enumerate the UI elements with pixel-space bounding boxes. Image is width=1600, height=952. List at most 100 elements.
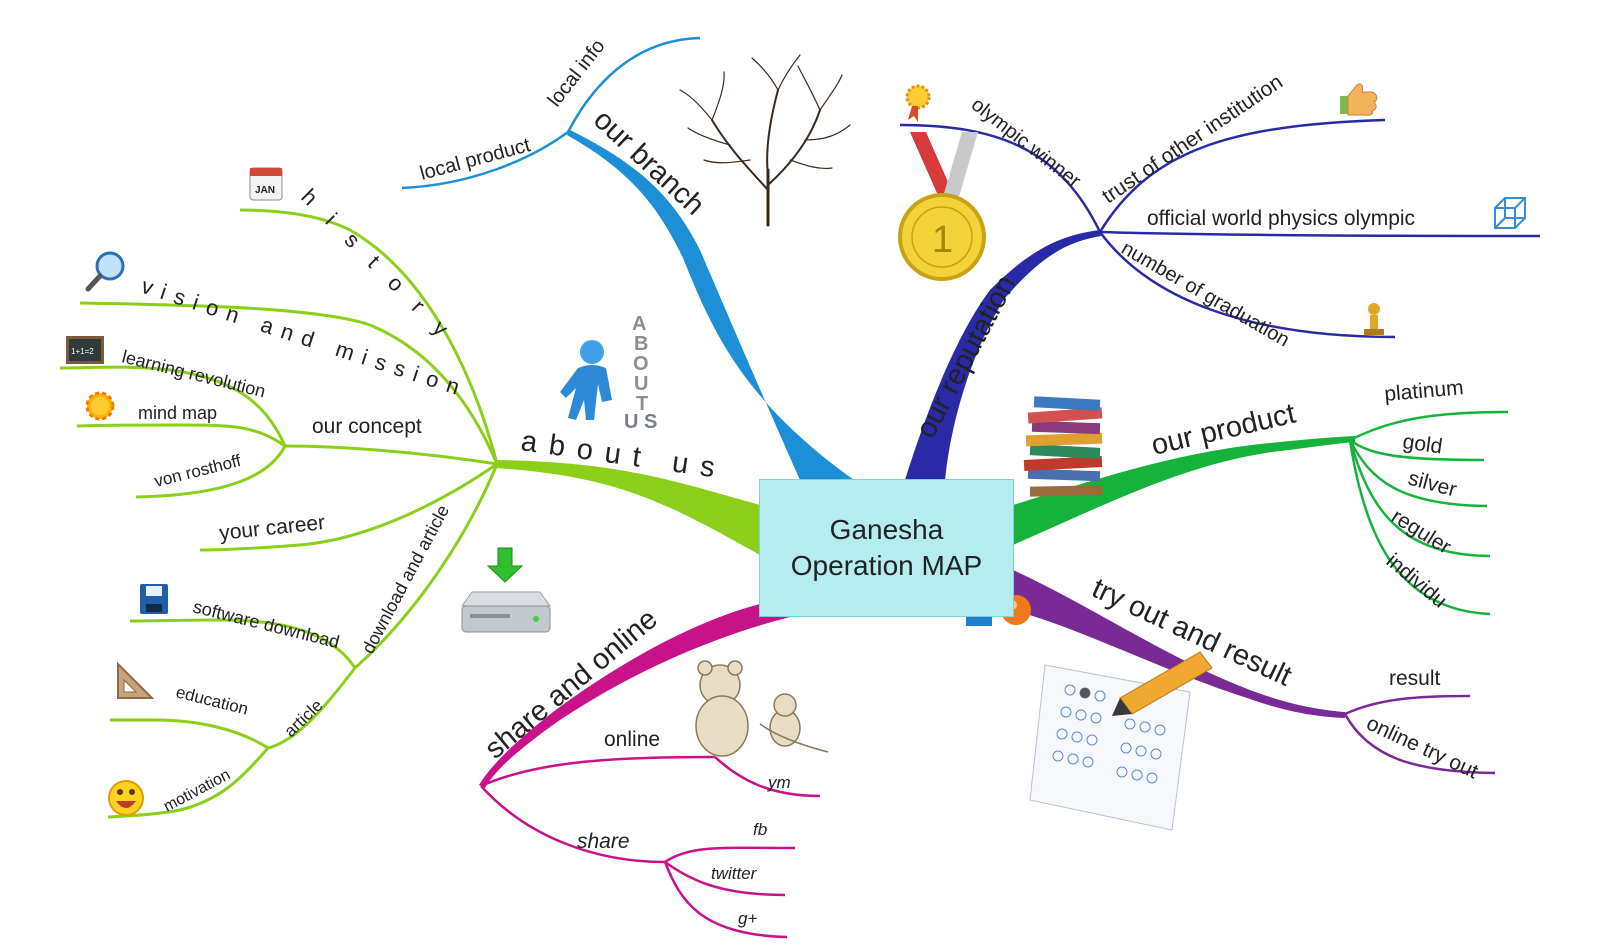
fb-label: fb [753, 820, 767, 839]
chalkboard-icon-text: 1+1=2 [71, 347, 94, 356]
gold-label: gold [1401, 430, 1444, 458]
gold-medal-icon: 1 [898, 132, 986, 281]
letter-u: U [634, 373, 648, 395]
bare-tree-icon [679, 54, 851, 227]
share-online-child-labels: online ym share fb twitter g+ [577, 728, 791, 928]
local-product-line [401, 130, 569, 190]
concept-line [284, 444, 498, 466]
career-label: your career [218, 511, 326, 545]
share-online-subbranches [480, 755, 821, 939]
our-branch-branch [567, 130, 854, 480]
mind-map-label: mind map [138, 403, 217, 423]
education-line [110, 718, 269, 750]
share-online-branch [479, 604, 790, 788]
letter-u2: U [624, 411, 638, 433]
our-branch-label: our branch [587, 104, 710, 222]
central-topic-line1: Ganesha [829, 514, 944, 545]
trust-line [1098, 118, 1386, 233]
concept-label: our concept [312, 415, 422, 438]
reguler-line [1348, 439, 1491, 558]
share-line [480, 785, 666, 864]
silver-line [1348, 439, 1488, 508]
local-info-label: local info [544, 35, 610, 111]
result-label: result [1389, 667, 1441, 690]
download-line [354, 463, 499, 670]
graduation-label: number of graduation [1118, 237, 1294, 351]
vision-line [79, 301, 499, 465]
physics-olympic-label: official world physics olympic [1147, 207, 1415, 230]
thumbs-up-icon [1340, 83, 1378, 116]
share-label: share [577, 830, 630, 853]
our-branch-subbranches [401, 36, 701, 190]
about-us-branch [495, 460, 760, 555]
result-line [1344, 694, 1471, 716]
online-line [480, 755, 716, 788]
local-info-line [566, 36, 701, 133]
individu-label: individu [1382, 549, 1451, 612]
olympic-winner-label: olympic winner [967, 94, 1085, 193]
article-label: article [281, 696, 327, 741]
central-topic-line2: Operation MAP [790, 550, 983, 581]
letter-t: T [636, 393, 648, 415]
article-line [267, 667, 357, 750]
learning-revolution-label: learning revolution [120, 346, 268, 401]
about-us-figure-icon: A B O U T U S [560, 313, 657, 433]
software-download-line [129, 618, 357, 669]
graduation-line [1098, 231, 1396, 339]
calendar-icon-text: JAN [255, 185, 275, 196]
hard-drive-download-icon [461, 547, 551, 633]
twitter-label: twitter [711, 864, 758, 883]
online-try-out-label: online try out [1363, 712, 1482, 784]
letter-s: S [644, 411, 657, 433]
platinum-line [1349, 410, 1509, 442]
our-product-child-labels: platinum gold silver reguler individu [1382, 376, 1465, 612]
our-reputation-label: our reputation [910, 270, 1022, 443]
trophy-icon [1364, 303, 1384, 335]
motivation-line [107, 747, 270, 819]
mind-map-line [76, 423, 286, 448]
floppy-disk-icon [140, 584, 168, 614]
ym-label: ym [767, 773, 791, 792]
award-rosette-icon [905, 84, 931, 122]
cube-frame-icon [1494, 197, 1526, 229]
olympic-winner-line [899, 123, 1102, 233]
about-us-subbranches [59, 208, 499, 819]
gold-line [1349, 438, 1485, 462]
sun-icon [85, 391, 115, 421]
book-stack-icon [1023, 396, 1103, 497]
letter-o: O [633, 353, 649, 375]
our-product-subbranches [1348, 410, 1509, 616]
try-out-subbranches [1343, 694, 1496, 775]
physics-olympic-line [1099, 230, 1541, 238]
smiley-icon [108, 780, 144, 816]
chalkboard-icon: 1+1=2 [66, 336, 104, 364]
letter-b: B [634, 333, 648, 355]
platinum-label: platinum [1383, 376, 1464, 406]
gplus-label: g+ [738, 909, 757, 928]
medal-number: 1 [932, 219, 953, 261]
software-download-label: software download [191, 596, 341, 652]
download-label: download and article [358, 502, 453, 657]
gplus-line [663, 861, 788, 939]
education-label: education [174, 682, 250, 718]
our-reputation-subbranches [899, 118, 1541, 339]
ym-line [714, 756, 821, 798]
von-rosthoff-line [135, 445, 287, 499]
career-line [199, 462, 498, 552]
history-line [239, 208, 499, 465]
trust-label: trust of other institution [1098, 70, 1287, 208]
teddy-bear-dog-illustration [695, 660, 829, 757]
fb-line [664, 846, 796, 864]
triangle-ruler-icon [117, 661, 155, 699]
magnifier-icon [85, 251, 125, 292]
learning-revolution-line [59, 365, 287, 447]
online-label: online [604, 728, 660, 751]
central-topic: Ganesha Operation MAP [759, 479, 1014, 617]
individu-line [1348, 439, 1491, 616]
twitter-line [664, 860, 786, 897]
about-us-letter-blocks: A B O U T U S [624, 313, 657, 433]
letter-a: A [632, 313, 646, 335]
our-reputation-branch [905, 230, 1101, 480]
online-try-out-line [1343, 713, 1496, 775]
